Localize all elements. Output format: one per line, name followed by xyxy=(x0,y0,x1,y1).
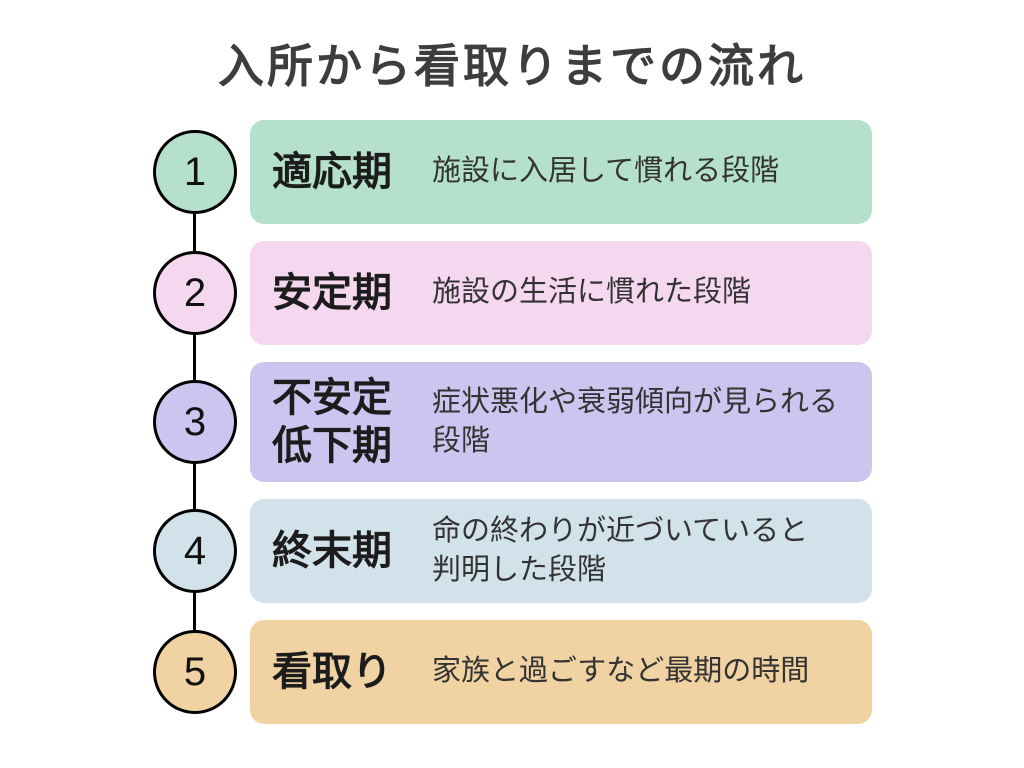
page-title: 入所から看取りまでの流れ xyxy=(218,40,806,92)
step-card: 安定期 施設の生活に慣れた段階 xyxy=(250,241,872,345)
flow-step: 2 安定期 施設の生活に慣れた段階 xyxy=(153,241,872,345)
step-title: 看取り xyxy=(272,650,392,694)
step-number: 4 xyxy=(183,529,207,573)
step-title: 適応期 xyxy=(272,150,392,194)
flow-step: 5 看取り 家族と過ごすなど最期の時間 xyxy=(153,620,872,724)
step-number-circle: 2 xyxy=(153,251,237,335)
step-card: 不安定 低下期 症状悪化や衰弱傾向が見られる 段階 xyxy=(250,362,872,482)
step-description: 命の終わりが近づいていると 判明した段階 xyxy=(432,514,809,586)
step-number-circle: 4 xyxy=(153,509,237,593)
step-number-circle: 1 xyxy=(153,130,237,214)
step-number: 3 xyxy=(183,400,207,444)
step-number: 1 xyxy=(183,150,207,194)
flow-diagram: 1 適応期 施設に入居して慣れる段階 2 安定期 施設の生活に慣れた段階 3 不… xyxy=(153,120,872,724)
step-number-circle: 5 xyxy=(153,630,237,714)
step-card: 終末期 命の終わりが近づいていると 判明した段階 xyxy=(250,499,872,603)
step-title: 安定期 xyxy=(272,271,392,315)
step-description: 施設の生活に慣れた段階 xyxy=(432,276,752,309)
flow-step: 3 不安定 低下期 症状悪化や衰弱傾向が見られる 段階 xyxy=(153,362,872,482)
step-description: 施設に入居して慣れる段階 xyxy=(432,155,780,188)
step-card: 適応期 施設に入居して慣れる段階 xyxy=(250,120,872,224)
step-description: 症状悪化や衰弱傾向が見られる 段階 xyxy=(432,385,839,457)
step-title: 不安定 低下期 xyxy=(272,376,392,468)
flow-step: 1 適応期 施設に入居して慣れる段階 xyxy=(153,120,872,224)
step-number-circle: 3 xyxy=(153,380,237,464)
step-number: 5 xyxy=(183,650,207,694)
step-title: 終末期 xyxy=(272,529,392,573)
flow-step: 4 終末期 命の終わりが近づいていると 判明した段階 xyxy=(153,499,872,603)
step-description: 家族と過ごすなど最期の時間 xyxy=(432,655,810,688)
step-card: 看取り 家族と過ごすなど最期の時間 xyxy=(250,620,872,724)
step-number: 2 xyxy=(183,271,207,315)
